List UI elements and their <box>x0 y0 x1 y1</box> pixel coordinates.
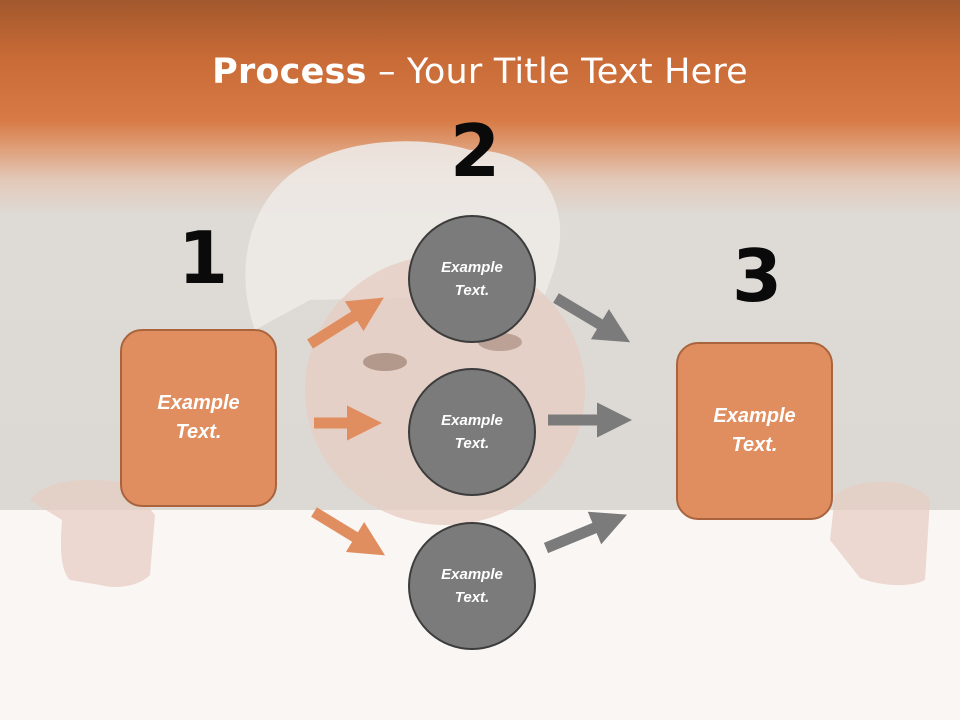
arrow-circle1-to-box3 <box>553 293 631 343</box>
circle-1-label: Example Text. <box>441 259 503 299</box>
step-1-label: Example Text. <box>157 392 240 443</box>
step-1-box: Example Text. <box>120 329 277 507</box>
title-bold: Process <box>212 52 367 92</box>
arrow-box1-to-circle3 <box>311 507 386 556</box>
step-3-label: Example Text. <box>713 405 796 456</box>
process-circle-3: Example Text. <box>408 522 536 650</box>
arrow-circle3-to-box3 <box>543 511 628 554</box>
process-circle-2: Example Text. <box>408 368 536 496</box>
step-number-3: 3 <box>732 234 783 318</box>
circle-2-label: Example Text. <box>441 412 503 452</box>
arrow-box1-to-circle1 <box>307 297 384 349</box>
step-number-2: 2 <box>450 109 501 193</box>
step-3-box: Example Text. <box>676 342 833 520</box>
circle-3-label: Example Text. <box>441 566 503 606</box>
process-circle-1: Example Text. <box>408 215 536 343</box>
slide-title: Process – Your Title Text Here <box>0 52 960 92</box>
step-number-1: 1 <box>178 216 229 300</box>
title-rest: – Your Title Text Here <box>366 52 748 92</box>
